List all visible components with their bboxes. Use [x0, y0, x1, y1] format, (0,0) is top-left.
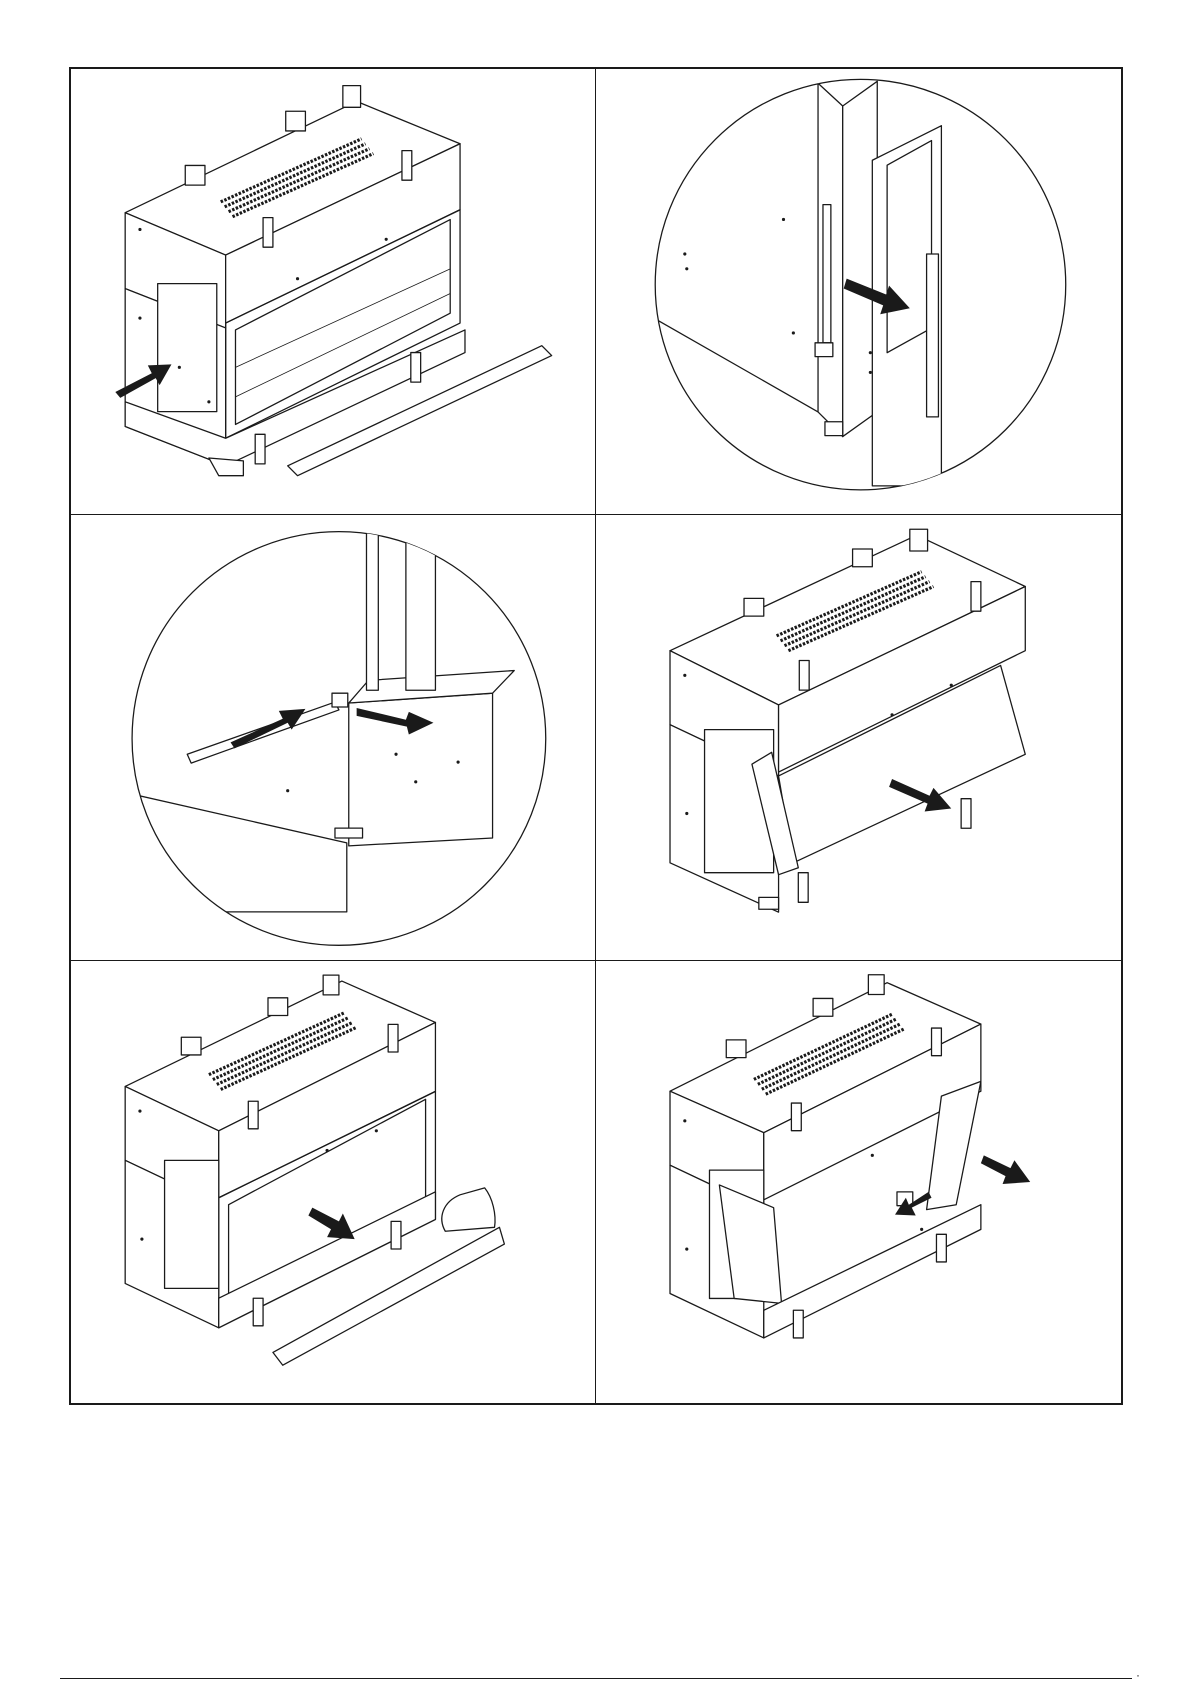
- figure-step-1: [71, 69, 596, 515]
- front-glass-removal-drawing: [596, 515, 1121, 960]
- base-tray-removal-drawing: [71, 961, 595, 1403]
- footer-rule: [60, 1678, 1132, 1679]
- fireplace-insert-drawing: [71, 69, 595, 514]
- instruction-figure-grid: [69, 67, 1123, 1405]
- figure-step-4: [596, 515, 1121, 961]
- side-bracket-detail-drawing: [596, 69, 1121, 514]
- tray-remove-arrow-icon: [308, 1208, 354, 1240]
- figure-step-6: [596, 961, 1121, 1403]
- figure-step-5: [71, 961, 596, 1403]
- figure-step-3: [71, 515, 596, 961]
- page-corner-mark: ·: [1136, 1668, 1140, 1682]
- rail-detail-drawing: [71, 515, 595, 960]
- figure-step-2: [596, 69, 1121, 515]
- side-panel-removal-drawing: [596, 961, 1121, 1403]
